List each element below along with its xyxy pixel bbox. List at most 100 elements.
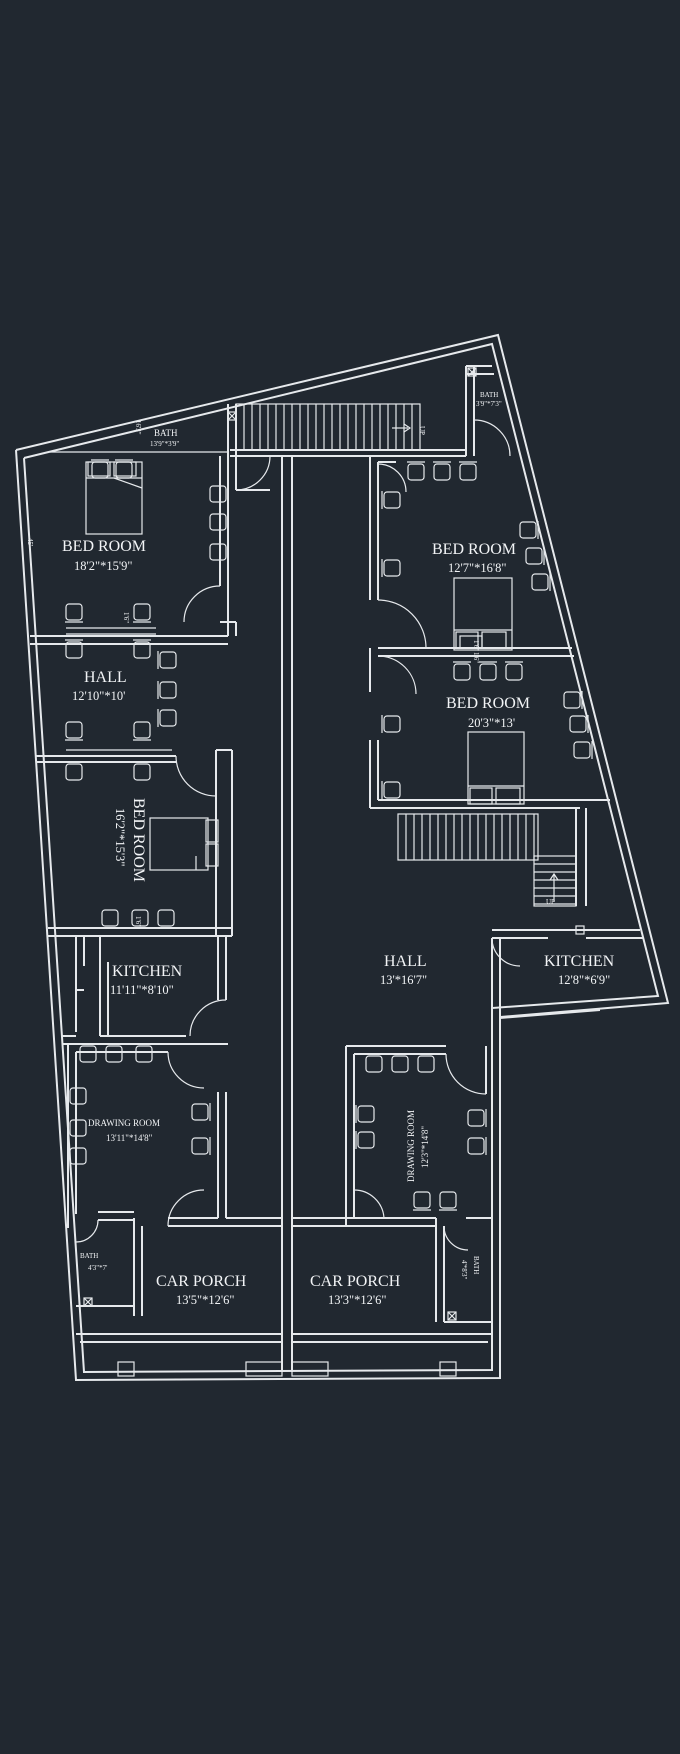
drawing-right-dim: 12'3"*14'8" bbox=[420, 1126, 430, 1168]
hall-right-dim: 13'*16'7" bbox=[380, 973, 427, 987]
chair bbox=[563, 691, 583, 709]
chair bbox=[531, 573, 551, 591]
chair bbox=[209, 485, 229, 503]
bedroom-top-left-label: BED ROOM bbox=[62, 538, 146, 555]
chair bbox=[67, 1147, 87, 1165]
wardrobe-dim-2: 1'6" bbox=[134, 916, 142, 927]
drawing-right-label: DRAWING ROOM bbox=[406, 1110, 416, 1182]
bedroom-right-mid-label: BED ROOM bbox=[446, 695, 530, 712]
car-porch-left-dim: 13'5"*12'6" bbox=[176, 1293, 234, 1307]
bedroom-right-mid-dim: 20'3"*13' bbox=[468, 716, 515, 730]
chair bbox=[209, 543, 229, 561]
bath-bottom-right-label: BATH bbox=[472, 1256, 480, 1274]
car-porch-left-label: CAR PORCH bbox=[156, 1273, 247, 1290]
chair bbox=[157, 681, 177, 699]
bath-top-left-label: BATH bbox=[154, 428, 178, 438]
wardrobe-dim-3: 1'6" bbox=[472, 640, 480, 651]
chair bbox=[157, 709, 177, 727]
chair bbox=[407, 461, 425, 481]
chair bbox=[131, 909, 149, 929]
right-wing-walls: BATH 3'9"*7'3" UP bbox=[291, 365, 644, 1377]
left-wing-walls: BATH 13'9"*3'9" 16'3" 45' bbox=[26, 404, 283, 1377]
bedroom-left-dim: 16'2"*15'3" bbox=[113, 808, 127, 866]
kitchen-left-label: KITCHEN bbox=[112, 963, 183, 980]
chair bbox=[519, 521, 539, 539]
chair bbox=[67, 1087, 87, 1105]
chair bbox=[67, 1119, 87, 1137]
chair bbox=[381, 715, 401, 733]
chair bbox=[135, 1043, 153, 1063]
up-label-top: UP bbox=[418, 426, 426, 435]
chair bbox=[417, 1053, 435, 1073]
bed-top-left bbox=[85, 461, 143, 535]
chair bbox=[459, 461, 477, 481]
bath-top-right-dim: 3'9"*7'3" bbox=[476, 400, 502, 408]
room-labels: BED ROOM 18'2"*15'9" HALL 12'10"*10' BED… bbox=[62, 538, 615, 1307]
bed-right-mid bbox=[467, 731, 525, 805]
chair bbox=[65, 603, 83, 623]
chair bbox=[133, 721, 151, 741]
chair bbox=[115, 459, 133, 479]
wardrobe-right-top: 1'6" bbox=[459, 635, 483, 651]
wardrobe-right-mid: 1'6" bbox=[472, 652, 480, 663]
wardrobe-left-top: 1'6" bbox=[66, 612, 156, 635]
chair bbox=[467, 1109, 487, 1127]
chair bbox=[467, 1137, 487, 1155]
bedroom-left-label: BED ROOM bbox=[130, 798, 147, 882]
chair bbox=[573, 741, 593, 759]
drawing-left-dim: 13'11"*14'8" bbox=[106, 1133, 153, 1143]
chair bbox=[413, 1191, 431, 1211]
chair bbox=[191, 1103, 211, 1121]
chair bbox=[133, 639, 151, 659]
chair bbox=[65, 721, 83, 741]
up-label-right: UP bbox=[546, 898, 555, 906]
chair bbox=[525, 547, 545, 565]
chair bbox=[453, 661, 471, 681]
bath-bottom-right-dim: 4'*8'3" bbox=[460, 1260, 468, 1280]
chair bbox=[439, 1191, 457, 1211]
chair bbox=[105, 1043, 123, 1063]
chair bbox=[355, 1105, 375, 1123]
kitchen-left-dim: 11'11"*8'10" bbox=[110, 983, 174, 997]
bed-right-top bbox=[453, 577, 513, 651]
chair bbox=[381, 491, 401, 509]
chair bbox=[101, 909, 119, 929]
chair bbox=[569, 715, 589, 733]
chair bbox=[133, 761, 151, 781]
bath-bottom-left-dim: 4'3"*7' bbox=[88, 1264, 107, 1272]
bed-left-mid bbox=[149, 817, 219, 871]
chair bbox=[65, 761, 83, 781]
chair bbox=[209, 513, 229, 531]
car-porch-right-dim: 13'3"*12'6" bbox=[328, 1293, 386, 1307]
chair bbox=[191, 1137, 211, 1155]
wardrobe-dim-1: 1'6" bbox=[122, 612, 130, 623]
chair bbox=[381, 559, 401, 577]
stair-top: UP bbox=[227, 403, 426, 451]
bedroom-right-top-label: BED ROOM bbox=[432, 541, 516, 558]
hall-left-label: HALL bbox=[84, 669, 127, 686]
chair bbox=[133, 603, 151, 623]
chair bbox=[365, 1053, 383, 1073]
bedroom-top-left-dim: 18'2"*15'9" bbox=[74, 559, 132, 573]
bath-bottom-left-label: BATH bbox=[80, 1252, 98, 1260]
car-porch-right-label: CAR PORCH bbox=[310, 1273, 401, 1290]
chair bbox=[479, 661, 497, 681]
kitchen-right-dim: 12'8"*6'9" bbox=[558, 973, 610, 987]
chair bbox=[91, 459, 109, 479]
corridor-walls bbox=[230, 449, 466, 1372]
chair bbox=[505, 661, 523, 681]
wardrobe-left-mid bbox=[66, 749, 172, 757]
bedroom-right-top-dim: 12'7"*16'8" bbox=[448, 561, 506, 575]
wardrobe-dim-4: 1'6" bbox=[472, 652, 480, 663]
chair bbox=[391, 1053, 409, 1073]
hall-left-dim: 12'10"*10' bbox=[72, 689, 125, 703]
bath-top-right-label: BATH bbox=[480, 391, 498, 399]
wardrobe-left-bottom: 1'6" bbox=[134, 916, 142, 927]
hall-right-label: HALL bbox=[384, 953, 427, 970]
chair bbox=[433, 461, 451, 481]
chair bbox=[79, 1043, 97, 1063]
chair bbox=[157, 909, 175, 929]
chair bbox=[65, 639, 83, 659]
chair bbox=[157, 651, 177, 669]
